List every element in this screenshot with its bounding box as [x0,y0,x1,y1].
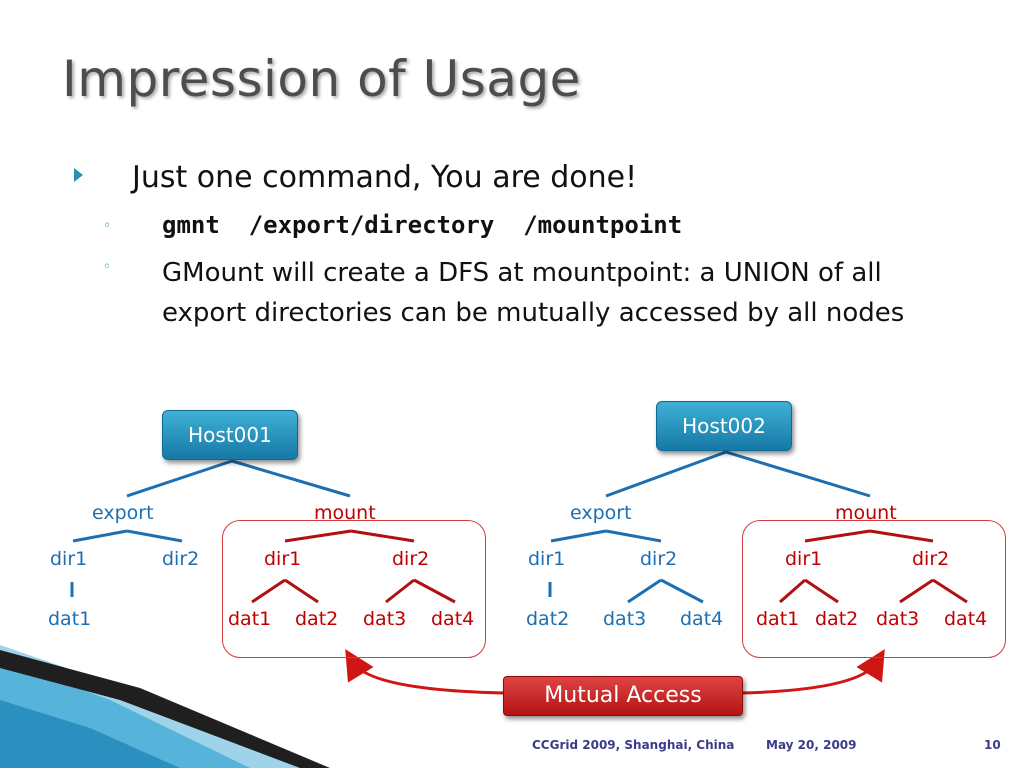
host002-mount-file: dat1 [756,608,800,630]
host002-mount-file: dat2 [815,608,859,630]
description-text: GMount will create a DFS at mountpoint: … [162,258,905,328]
host002-mount-dir: dir1 [785,548,823,570]
host002-mount-file: dat3 [876,608,920,630]
host001-mount-file: dat4 [431,608,475,630]
host001-mount-label: mount [314,502,376,524]
host002-export-dir: dir1 [528,548,566,570]
host002-box: Host002 [656,401,792,451]
sub-bullet-circle-icon: ◦ [103,218,112,234]
command-text: gmnt /export/directory /mountpoint [162,211,683,239]
host002-export-label: export [570,502,632,524]
bullet-main: Just one command, You are done! [132,160,638,195]
mount-group-host002 [742,520,1006,658]
host001-export-dir: dir1 [50,548,88,570]
host001-export-label: export [92,502,154,524]
host002-export-file: dat2 [526,608,570,630]
host001-mount-dir: dir2 [392,548,430,570]
host001-mount-file: dat2 [295,608,339,630]
host002-mount-label: mount [835,502,897,524]
slide-title: Impression of Usage [62,50,581,108]
host002-export-dir: dir2 [640,548,678,570]
bullet-arrow-icon [74,168,83,182]
host002-mount-file: dat4 [944,608,988,630]
mount-group-host001 [222,520,486,658]
host001-mount-file: dat3 [363,608,407,630]
host001-mount-dir: dir1 [264,548,302,570]
host002-mount-dir: dir2 [912,548,950,570]
host002-export-file: dat4 [680,608,724,630]
host001-mount-file: dat1 [228,608,272,630]
host001-box: Host001 [162,410,298,460]
host001-export-dir: dir2 [162,548,200,570]
footer-date: May 20, 2009 [766,738,857,752]
host001-export-file: dat1 [48,608,92,630]
mutual-access-box: Mutual Access [503,676,743,716]
footer-venue: CCGrid 2009, Shanghai, China [532,738,735,752]
host002-export-file: dat3 [603,608,647,630]
sub-bullet-circle-icon: ◦ [103,259,112,275]
footer-page-number: 10 [984,738,1001,752]
